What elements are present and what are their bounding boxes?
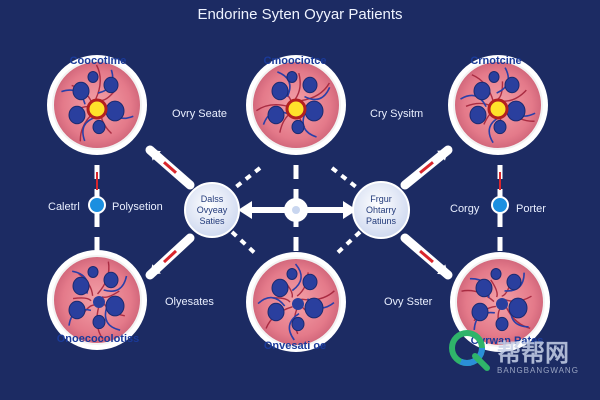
organelle-1 <box>506 273 522 291</box>
organelle-1 <box>302 76 318 94</box>
cell-label-top-left: Coocotlme <box>69 55 127 67</box>
organelle-5 <box>87 266 99 278</box>
organelle-2 <box>105 100 125 122</box>
cell-bottom-left <box>47 250 147 350</box>
nucleus <box>285 98 307 120</box>
dash-bottom-right <box>332 230 362 258</box>
arrow-top-right-stripe <box>419 161 434 174</box>
arrow-top-right-head <box>437 150 448 161</box>
watermark-logo-icon <box>449 330 490 371</box>
arrow-bottom-left-stripe <box>162 249 178 264</box>
organelle-5 <box>490 268 502 280</box>
hub-left <box>184 182 240 238</box>
label-cry-system: Cry Sysitm <box>370 108 424 120</box>
nucleus <box>86 98 108 120</box>
cell-label-bottom-center: Onvesati oe <box>263 340 327 352</box>
dash-bottom-left <box>230 230 260 258</box>
cell-bottom-right <box>450 252 550 352</box>
label-corgy: Corgy <box>450 203 480 215</box>
hub-arrowhead-right <box>343 201 357 219</box>
organelle-4 <box>495 316 509 332</box>
organelle-5 <box>87 71 99 83</box>
nucleus <box>93 296 105 308</box>
cell-label-bottom-left: Onoecocolotiss <box>56 333 140 345</box>
watermark-text: 帮帮网 <box>497 338 569 367</box>
organelle-2 <box>304 100 324 122</box>
watermark: 帮帮网 <box>447 328 569 372</box>
organelle-2 <box>304 297 324 319</box>
arrow-bottom-right-head <box>437 264 448 275</box>
organelle-0 <box>473 81 491 101</box>
organelle-1 <box>302 273 318 291</box>
organelle-3 <box>469 105 487 125</box>
organelle-0 <box>271 278 289 298</box>
watermark-subtext: BANGBANGWANG <box>497 366 579 375</box>
connector-lines <box>88 145 509 280</box>
hub-right-text: Frgur Ohtarry Patiuns <box>365 194 397 226</box>
cell-label-bottom-right: Ovrwan Pates <box>470 335 544 347</box>
arrow-top-left-head <box>150 150 161 161</box>
blue-node-right <box>491 196 509 214</box>
organelle-5 <box>488 71 500 83</box>
hub-left-text: Dalss Ovyeay Saties <box>196 194 228 226</box>
label-porter: Porter <box>516 203 546 215</box>
nucleus <box>292 298 304 310</box>
dash-top-right <box>330 166 362 192</box>
hub-group <box>184 181 410 239</box>
arrow-top-left <box>145 145 195 190</box>
cell-bottom-center <box>246 252 346 352</box>
organelle-0 <box>475 278 493 298</box>
organelle-3 <box>471 302 489 322</box>
arrow-bottom-right <box>400 233 453 280</box>
organelle-1 <box>504 76 520 94</box>
label-caletrl: Caletrl <box>48 201 80 213</box>
blue-node-left <box>88 196 106 214</box>
nucleus <box>496 298 508 310</box>
organelle-0 <box>72 276 90 296</box>
cell-label-top-center: Cmoociotce <box>263 55 327 67</box>
organelle-4 <box>291 316 305 332</box>
organelle-2 <box>506 100 526 122</box>
organelle-4 <box>92 314 106 330</box>
organelle-0 <box>271 81 289 101</box>
organelle-3 <box>68 105 86 125</box>
organelle-4 <box>493 119 507 135</box>
hub-arrowhead-left <box>238 201 252 219</box>
arrow-top-left-stripe <box>163 161 177 174</box>
center-junction-dot <box>292 206 300 214</box>
organelle-5 <box>286 268 298 280</box>
arrow-bottom-right-stripe <box>419 249 434 264</box>
organelle-4 <box>291 119 305 135</box>
arrow-bottom-left <box>145 233 195 280</box>
organelle-1 <box>103 76 119 94</box>
cell-top-center <box>246 55 346 155</box>
label-olyesates: Olyesates <box>165 296 214 308</box>
organelle-0 <box>72 81 90 101</box>
organelle-3 <box>68 300 86 320</box>
label-ovy-sster: Ovy Sster <box>384 296 433 308</box>
organelle-4 <box>92 119 106 135</box>
arrow-bottom-left-head <box>150 264 161 275</box>
cell-group <box>47 55 550 352</box>
nucleus <box>487 98 509 120</box>
label-ovry-seate: Ovry Seate <box>172 108 228 120</box>
organelle-5 <box>286 71 298 83</box>
cell-label-top-right: Crnotcine <box>470 55 522 67</box>
label-polysetion: Polysetion <box>112 201 163 213</box>
organelle-3 <box>267 105 285 125</box>
dash-top-left <box>230 166 262 192</box>
diagram-title: Endorine Syten Oyyar Patients <box>197 6 403 23</box>
hub-right <box>352 181 410 239</box>
organelle-1 <box>103 271 119 289</box>
organelle-2 <box>105 295 125 317</box>
cell-top-right <box>448 55 548 155</box>
cell-top-left <box>47 55 147 155</box>
organelle-2 <box>508 297 528 319</box>
arrow-top-right <box>400 145 453 190</box>
organelle-3 <box>267 302 285 322</box>
